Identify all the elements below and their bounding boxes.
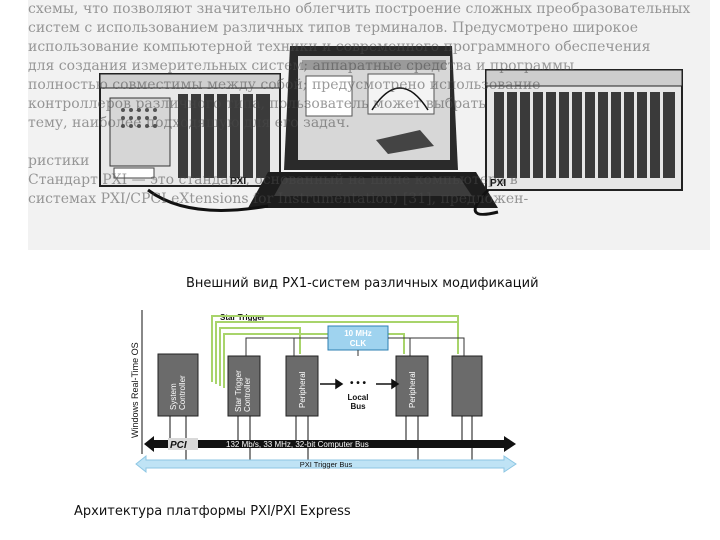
- local-bus-arrows: [320, 378, 400, 390]
- photo-text-line: ристики: [28, 153, 90, 169]
- system-controller-module: [157, 353, 199, 417]
- pci-logo: PCI: [170, 440, 187, 451]
- pci-bus-label: 132 Mb/s, 33 MHz, 32-bit Computer Bus: [226, 440, 369, 449]
- photo-text-line: для создания измерительных систем; аппар…: [28, 58, 575, 74]
- photo-background-text: схемы, что позволяют значительно облегчи…: [28, 0, 710, 250]
- photo-text-line: полностью совместимы между собой; предус…: [28, 77, 541, 93]
- os-side-label: Windows Real-Time OS: [130, 342, 140, 438]
- right-chassis-label: PXI: [490, 178, 506, 189]
- system-controller-label-1: System: [169, 383, 178, 410]
- peripheral-label-2: Peripheral: [408, 371, 417, 408]
- star-trigger-lines: [211, 315, 459, 388]
- trigger-bus-arrow: [135, 454, 517, 474]
- photo-text-line: тему, наиболее подходящую для его задач.: [28, 115, 350, 131]
- bus-connectors: [169, 416, 473, 460]
- peripheral-label-1: Peripheral: [298, 371, 307, 408]
- clock-box: [327, 325, 389, 351]
- clock-lines: [245, 337, 465, 356]
- photo-pxi-systems: схемы, что позволяют значительно облегчи…: [28, 0, 710, 250]
- pci-bus-arrow: [144, 436, 516, 452]
- clock-label-line2: CLK: [350, 339, 367, 348]
- photo-text-line: [28, 133, 710, 152]
- pci-logo-box: [168, 438, 198, 450]
- system-controller-label-2: Controller: [178, 375, 187, 410]
- peripheral-module-1: [285, 355, 319, 417]
- right-pxi-chassis: PXI: [485, 69, 683, 191]
- peripheral-module-2: [395, 355, 429, 417]
- laptop: [248, 46, 498, 208]
- photo-text-line: схемы, что позволяют значительно облегчи…: [28, 1, 691, 17]
- photo-text-line: систем с использованием различных типов …: [28, 20, 638, 36]
- clock-label-line1: 10 MHz: [344, 329, 372, 338]
- photo-text-line: системах PXI/CPCI eXtensions for Instrum…: [28, 191, 529, 207]
- star-trigger-controller-module: [227, 355, 261, 417]
- figure-caption-systems: Внешний вид PX1-систем различных модифик…: [186, 276, 539, 291]
- figure-caption-architecture: Архитектура платформы PXI/PXI Express: [74, 504, 351, 519]
- photo-text-line: использование компьютерной техники и сов…: [28, 39, 651, 55]
- pxi-architecture-diagram: Windows Real-Time OS Star Trigger 10 MHz…: [130, 310, 517, 474]
- photo-text-line: контроллеров различного типа, пользовате…: [28, 96, 486, 112]
- local-bus-label-1: Local: [348, 393, 369, 402]
- left-chassis-label: PXI: [230, 176, 246, 187]
- dots: • • •: [350, 378, 367, 389]
- left-pxi-chassis: PXI: [99, 73, 281, 187]
- star-trigger-label: Star Trigger: [220, 313, 265, 322]
- trigger-bus-label: PXI Trigger Bus: [300, 460, 353, 469]
- generic-module: [451, 355, 483, 417]
- local-bus-label-2: Bus: [350, 402, 366, 411]
- star-trigger-controller-label-1: Star Trigger: [234, 370, 243, 412]
- photo-text-line: Стандарт PXI — это стандарт, основанный …: [28, 172, 518, 188]
- star-trigger-controller-label-2: Controller: [243, 377, 252, 412]
